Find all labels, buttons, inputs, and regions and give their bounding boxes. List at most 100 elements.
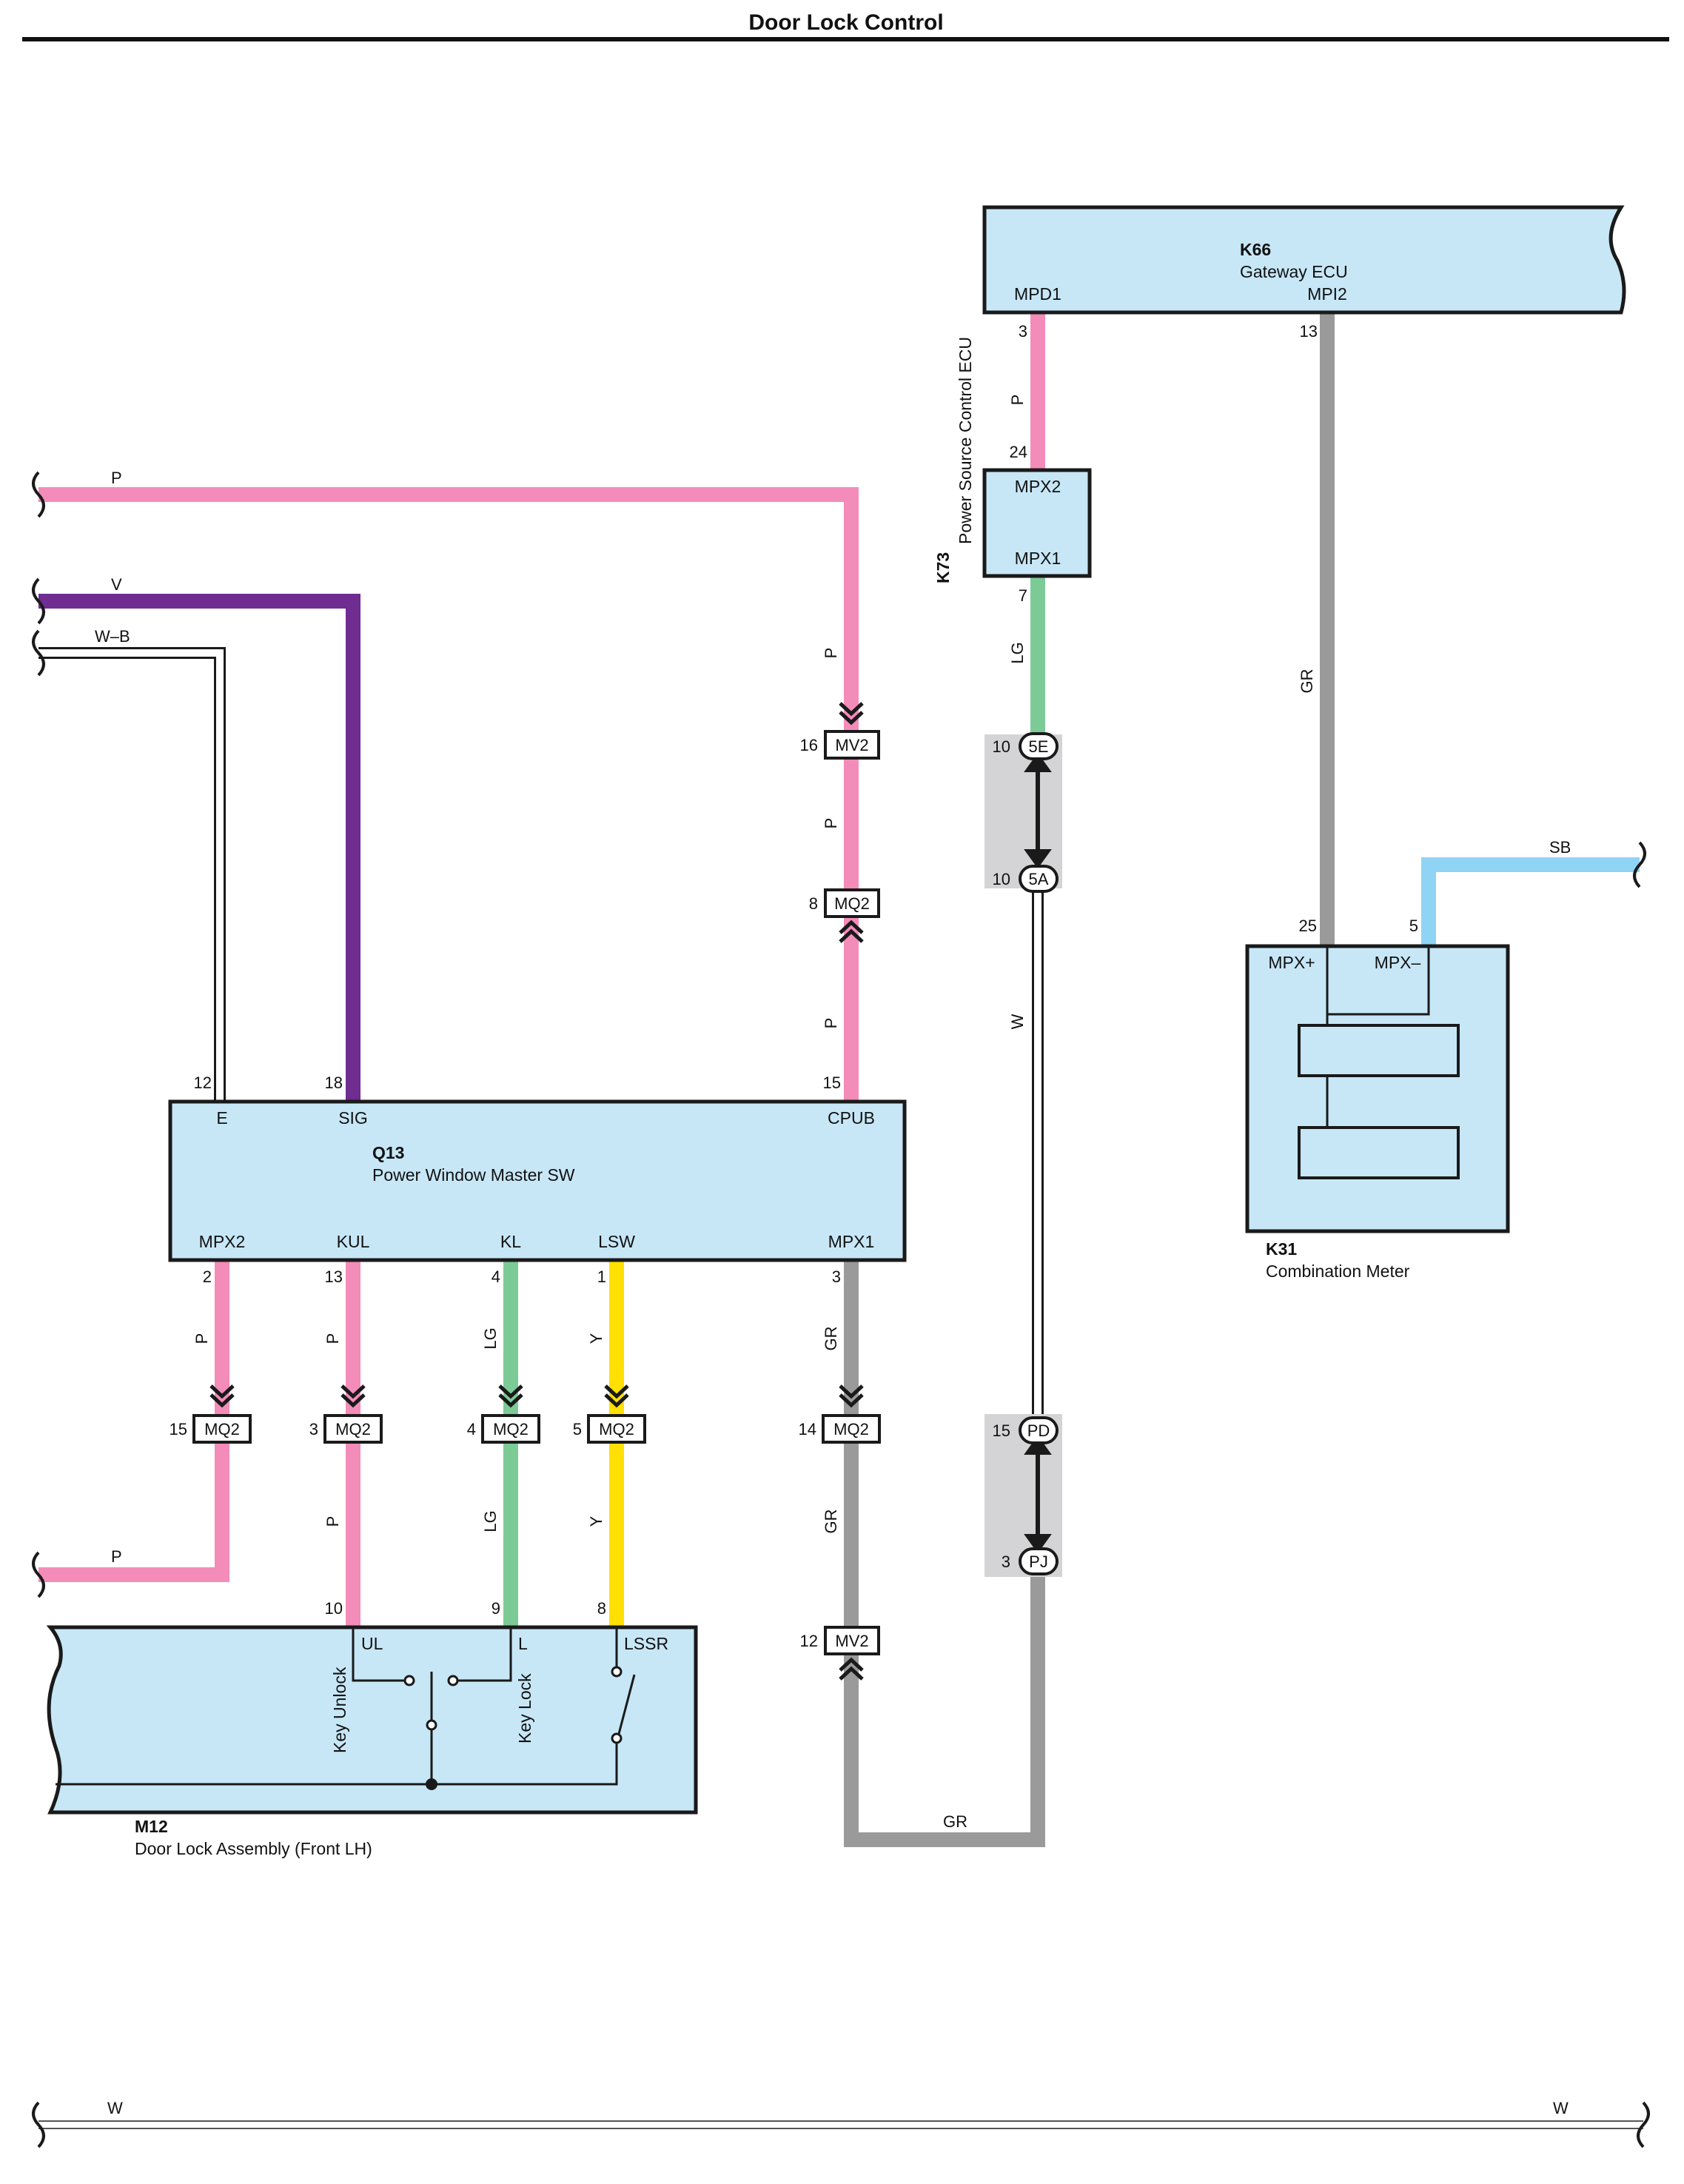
break-mark <box>32 2101 45 2148</box>
connector-chevron <box>209 1384 235 1408</box>
connector-mq2-b <box>323 1414 383 1444</box>
connector-mq2-a-pin: 15 <box>170 1420 187 1438</box>
k73-pin-number-mpx1: 7 <box>1019 586 1027 605</box>
q13-pin-number-lsw: 1 <box>597 1267 606 1286</box>
q13-pin-mpx2: MPX2 <box>199 1232 246 1251</box>
q13-pin-e: E <box>216 1108 227 1128</box>
break-mark <box>1633 841 1646 888</box>
switch-contact <box>403 1675 415 1686</box>
k66-box <box>982 205 1626 315</box>
q13-pin-sig: SIG <box>338 1108 368 1128</box>
connector-5e <box>1019 732 1059 760</box>
wire-label: LG <box>1008 642 1027 663</box>
wire-labels: P V W–B SB P GR W W P LG W GR P P P P P … <box>95 395 1571 2117</box>
wire-label: P <box>111 469 122 487</box>
wire-label: Y <box>587 1515 605 1527</box>
connector-chevron <box>341 1384 366 1408</box>
wire-label: W <box>1553 2099 1569 2117</box>
connector-mq2-top-label: MQ2 <box>834 894 870 913</box>
wire-label: GR <box>1298 669 1316 694</box>
connector-mv2-bottom <box>824 1626 880 1655</box>
connector-pd <box>1019 1416 1059 1444</box>
m12-pin-number-l: 9 <box>492 1599 500 1618</box>
connector-pj-label: PJ <box>1029 1552 1048 1571</box>
wire-sb <box>1421 857 1640 946</box>
connector-5a-pin: 10 <box>993 870 1010 888</box>
connector-mq2-a <box>192 1414 252 1444</box>
wire-label: P <box>323 1333 342 1344</box>
wire-label: W <box>107 2099 123 2117</box>
k73-code: K73 <box>933 552 953 583</box>
k73-pin-mpx1: MPX1 <box>1015 549 1061 568</box>
wire-label: P <box>1008 395 1027 406</box>
break-mark <box>1637 2101 1650 2148</box>
connector-chevron <box>839 1657 864 1681</box>
component-k66: K66 Gateway ECU MPD1 MPI2 3 13 <box>982 205 1626 341</box>
connector-chevron <box>839 1384 864 1408</box>
connector-mq2-d-pin: 5 <box>573 1420 582 1438</box>
connector-mq2-a-label: MQ2 <box>204 1420 240 1438</box>
break-mark <box>32 1551 45 1598</box>
q13-pin-lsw: LSW <box>598 1232 635 1251</box>
q13-name: Power Window Master SW <box>372 1165 575 1185</box>
connector-mq2-b-pin: 3 <box>309 1420 318 1438</box>
k31-internal-block <box>1298 1024 1460 1077</box>
m12-circuit-line <box>457 1627 512 1682</box>
connector-mq2-top-pin: 8 <box>809 894 818 913</box>
connector-pd-pin: 15 <box>993 1421 1010 1440</box>
connector-mq2-d-label: MQ2 <box>599 1420 634 1438</box>
connector-5e-label: 5E <box>1029 737 1049 756</box>
break-mark <box>32 471 45 518</box>
wire-label: GR <box>822 1510 840 1534</box>
connector-pd-label: PD <box>1027 1421 1050 1440</box>
connector-mv2-bottom-label: MV2 <box>835 1632 868 1650</box>
wire-label: W–B <box>95 627 130 646</box>
k31-pin-mpx-plus: MPX+ <box>1268 953 1315 972</box>
switch-contact <box>611 1732 623 1744</box>
q13-pin-number-e: 12 <box>194 1073 212 1092</box>
m12-switch-circuit <box>56 1627 636 1790</box>
wire-label: SB <box>1549 838 1571 857</box>
connector-mq2-c-pin: 4 <box>467 1420 476 1438</box>
page-title: Door Lock Control <box>748 10 943 35</box>
wire-label: LG <box>481 1510 500 1532</box>
k31-box <box>1245 944 1510 1233</box>
m12-name: Door Lock Assembly (Front LH) <box>135 1839 372 1858</box>
oval-connectors: 5E 10 5A 10 PD 15 PJ 3 <box>993 732 1059 1575</box>
connector-chevron <box>839 702 864 726</box>
k73-name: Power Source Control ECU <box>956 337 975 544</box>
connector-chevron <box>604 1384 629 1408</box>
k66-pin-number-mpd1: 3 <box>1019 322 1027 341</box>
m12-switch-key-lock-label: Key Lock <box>515 1673 534 1743</box>
m12-pin-number-ul: 10 <box>325 1599 343 1618</box>
wire-wb-core <box>38 649 224 1102</box>
wire-label: P <box>822 818 840 829</box>
wire-label: P <box>111 1547 122 1566</box>
m12-circuit-line <box>352 1627 406 1682</box>
wire-label: P <box>822 1018 840 1029</box>
k66-pin-mpd1: MPD1 <box>1014 284 1061 304</box>
switch-contact <box>426 1719 437 1731</box>
wire-label: P <box>822 648 840 659</box>
connector-pj-pin: 3 <box>1002 1552 1010 1571</box>
connector-mv2-bottom-pin: 12 <box>800 1632 818 1650</box>
switch-contact <box>447 1675 459 1686</box>
q13-code: Q13 <box>372 1143 404 1162</box>
wire-wb-outline <box>38 647 226 1102</box>
junction-arrow-5e-5a <box>1024 752 1052 772</box>
wire-break-marks <box>32 471 1650 2148</box>
q13-pin-cpub: CPUB <box>828 1108 875 1128</box>
q13-pin-number-cpub: 15 <box>823 1073 841 1092</box>
q13-pin-number-mpx2: 2 <box>203 1267 212 1286</box>
m12-pin-l: L <box>518 1634 528 1653</box>
connector-mq2-b-label: MQ2 <box>335 1420 371 1438</box>
k31-internal-line <box>1327 946 1430 1016</box>
m12-circuit-line <box>56 1743 618 1786</box>
wire-label: W <box>1008 1014 1027 1029</box>
wire-label: GR <box>822 1327 840 1351</box>
component-k31: MPX+ MPX– 25 5 K31 Combination Meter <box>1245 917 1510 1281</box>
connector-mq2-c <box>481 1414 540 1444</box>
k66-pin-mpi2: MPI2 <box>1307 284 1347 304</box>
connector-mq2-e-label: MQ2 <box>833 1420 869 1438</box>
